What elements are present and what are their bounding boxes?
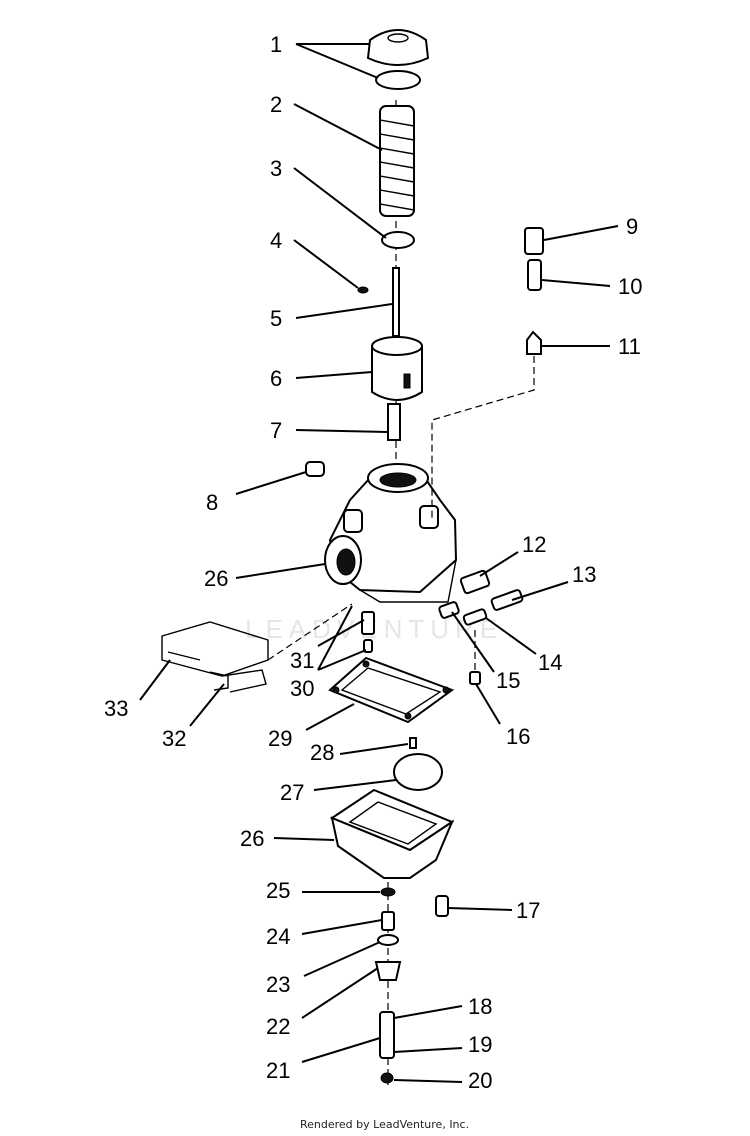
callout-27: 27 bbox=[280, 780, 304, 805]
part-float-pin bbox=[409, 737, 417, 749]
callout-23: 23 bbox=[266, 972, 290, 997]
part-end-plug bbox=[380, 1072, 394, 1084]
callout-9: 9 bbox=[626, 214, 638, 239]
callout-18: 18 bbox=[468, 994, 492, 1019]
part-carburetor-body bbox=[324, 463, 458, 603]
part-float-bowl-gasket bbox=[328, 656, 455, 724]
part-spring bbox=[379, 105, 415, 217]
callout-13: 13 bbox=[572, 562, 596, 587]
callout-22: 22 bbox=[266, 1014, 290, 1039]
part-plug bbox=[305, 461, 325, 477]
callout-29: 29 bbox=[268, 726, 292, 751]
part-jet-holder bbox=[374, 961, 402, 981]
callout-31: 31 bbox=[290, 648, 314, 673]
callout-26-bowl: 26 bbox=[240, 826, 264, 851]
callout-12: 12 bbox=[522, 532, 546, 557]
part-pilot-jet bbox=[381, 911, 395, 931]
part-washer bbox=[377, 934, 399, 946]
part-o-ring bbox=[380, 887, 396, 897]
callout-8: 8 bbox=[206, 490, 218, 515]
callout-1: 1 bbox=[270, 32, 282, 57]
leader-lines bbox=[139, 43, 619, 1083]
callout-26-body: 26 bbox=[204, 566, 228, 591]
callout-25: 25 bbox=[266, 878, 290, 903]
bracket-link-line bbox=[267, 603, 353, 661]
part-drain-screw bbox=[435, 895, 449, 917]
cable-line bbox=[431, 356, 535, 520]
callout-32: 32 bbox=[162, 726, 186, 751]
callout-11: 11 bbox=[618, 334, 641, 359]
callout-24: 24 bbox=[266, 924, 290, 949]
callout-15: 15 bbox=[496, 668, 520, 693]
part-retainer-plate bbox=[381, 231, 415, 249]
part-main-jet bbox=[361, 611, 375, 653]
part-cable-adjuster bbox=[524, 227, 544, 355]
callout-21: 21 bbox=[266, 1058, 290, 1083]
callout-7: 7 bbox=[270, 418, 282, 443]
callout-4: 4 bbox=[270, 228, 282, 253]
callout-17: 17 bbox=[516, 898, 540, 923]
callout-2: 2 bbox=[270, 92, 282, 117]
footer-credit: Rendered by LeadVenture, Inc. bbox=[300, 1118, 469, 1131]
part-jet-needle bbox=[392, 267, 400, 337]
part-clip bbox=[357, 286, 369, 294]
part-throttle-valve bbox=[371, 336, 423, 401]
part-needle-jet bbox=[387, 403, 401, 441]
part-float bbox=[393, 753, 443, 791]
part-idle-screw bbox=[438, 569, 524, 685]
callout-16: 16 bbox=[506, 724, 530, 749]
callout-5: 5 bbox=[270, 306, 282, 331]
callout-30: 30 bbox=[290, 676, 314, 701]
callout-10: 10 bbox=[618, 274, 642, 299]
part-float-bowl bbox=[329, 788, 455, 879]
callout-20: 20 bbox=[468, 1068, 492, 1093]
callout-6: 6 bbox=[270, 366, 282, 391]
callout-14: 14 bbox=[538, 650, 562, 675]
part-tube bbox=[379, 1011, 395, 1059]
part-cap bbox=[366, 29, 430, 90]
callout-28: 28 bbox=[310, 740, 334, 765]
callout-33: 33 bbox=[104, 696, 128, 721]
callout-19: 19 bbox=[468, 1032, 492, 1057]
callout-3: 3 bbox=[270, 156, 282, 181]
